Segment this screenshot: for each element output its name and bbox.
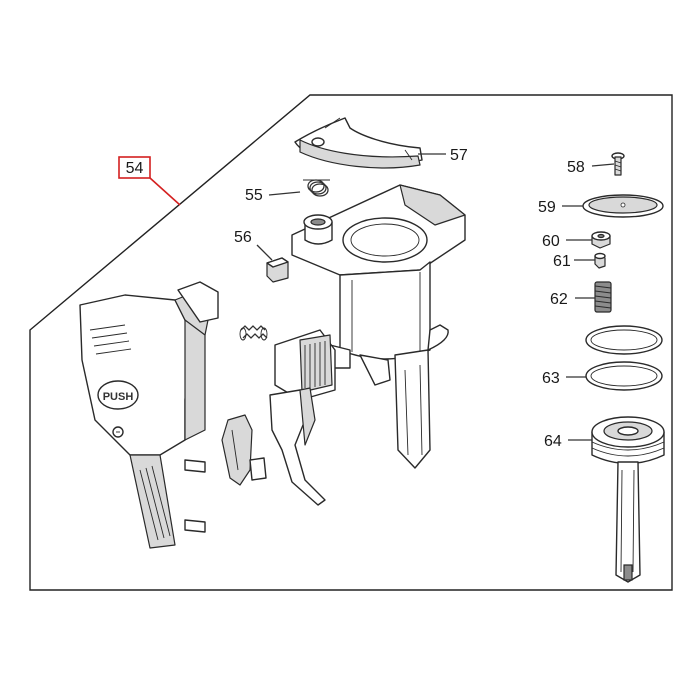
callout-59[interactable]: 59 — [538, 199, 583, 216]
part-63-o-rings — [585, 325, 663, 391]
main-cylinder-housing — [291, 184, 466, 469]
latch-piece — [221, 414, 267, 486]
assembly-label: 54 — [126, 160, 144, 177]
callout-56[interactable]: 56 — [234, 229, 273, 261]
svg-text:64: 64 — [544, 433, 562, 450]
callout-64[interactable]: 64 — [544, 433, 592, 450]
lever-assembly — [269, 329, 336, 506]
assembly-leader-line — [149, 177, 181, 206]
svg-text:62: 62 — [550, 291, 568, 308]
part-55-torsion-spring — [303, 179, 330, 197]
front-housing-cover: PUSH — [79, 281, 219, 549]
callout-61[interactable]: 61 — [553, 253, 595, 270]
callout-63[interactable]: 63 — [542, 370, 586, 387]
svg-text:61: 61 — [553, 253, 571, 270]
lever-spring — [239, 325, 268, 341]
part-56-clip — [266, 257, 289, 283]
callout-55[interactable]: 55 — [245, 187, 301, 204]
part-59-filter-disc — [582, 194, 664, 218]
svg-text:57: 57 — [450, 147, 468, 164]
assembly-frame — [29, 94, 673, 591]
part-61-fitting — [594, 252, 606, 269]
part-62-spring — [594, 281, 612, 313]
part-64-valve-piston — [591, 416, 665, 583]
part-58-screw — [611, 152, 625, 176]
callout-57[interactable]: 57 — [418, 147, 468, 164]
svg-text:56: 56 — [234, 229, 252, 246]
assembly-callout-54[interactable]: 54 — [118, 156, 181, 206]
svg-text:59: 59 — [538, 199, 556, 216]
assembly-label-box — [118, 156, 151, 179]
part-60-nut — [591, 231, 611, 249]
svg-text:58: 58 — [567, 159, 585, 176]
housing-push-label: PUSH — [103, 391, 134, 403]
svg-text:63: 63 — [542, 370, 560, 387]
part-57-top-bracket — [294, 117, 423, 169]
svg-text:55: 55 — [245, 187, 263, 204]
svg-text:60: 60 — [542, 233, 560, 250]
callout-62[interactable]: 62 — [550, 291, 595, 308]
callout-60[interactable]: 60 — [542, 233, 592, 250]
callout-58[interactable]: 58 — [567, 159, 615, 176]
